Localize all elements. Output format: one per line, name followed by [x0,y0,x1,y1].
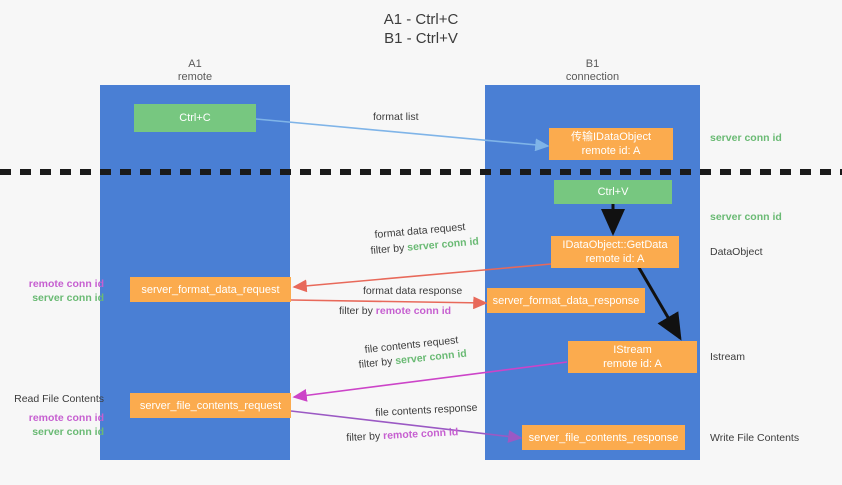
right-label-server-conn-id-top: server conn id [710,132,782,144]
lane-header-b1: B1 connection [485,58,700,84]
node-format-list-dataobject[interactable]: 传输IDataObject remote id: A [549,128,673,160]
filter-by-text-1: filter by [370,241,408,257]
lane-header-a1-role: remote [177,71,213,83]
left-label-remote-conn-id-2: remote conn id [28,412,104,424]
node-server-file-contents-response[interactable]: server_file_contents_response [522,425,685,450]
filter-by-text-2: filter by [339,305,376,317]
edge-label-file-contents-response-filter: filter by remote conn id [346,425,459,446]
edge-label-format-list: format list [373,111,419,123]
lane-header-b1-name: B1 [585,58,600,70]
remote-conn-id-text-2: remote conn id [382,426,459,443]
left-label-server-conn-id-2: server conn id [32,426,104,438]
node-server-format-data-response[interactable]: server_format_data_response [487,288,645,313]
right-label-server-conn-id-mid: server conn id [710,211,782,223]
lane-header-b1-role: connection [565,71,620,83]
node-ctrl-c[interactable]: Ctrl+C [134,104,256,132]
lane-header-a1: A1 remote [100,58,290,84]
right-label-data-object: DataObject [710,246,763,258]
lane-header-a1-name: A1 [188,58,202,70]
left-label-remote-conn-id-1: remote conn id [28,278,104,290]
edge-label-format-data-response: format data response [363,285,463,297]
right-label-istream: Istream [710,351,746,363]
node-server-format-data-request[interactable]: server_format_data_request [130,277,291,302]
node-ctrl-v[interactable]: Ctrl+V [554,180,672,204]
node-server-file-contents-request[interactable]: server_file_contents_request [130,393,291,418]
left-label-server-conn-id-1: server conn id [32,292,104,304]
node-idataobject-getdata[interactable]: IDataObject::GetData remote id: A [551,236,679,268]
node-istream[interactable]: IStream remote id: A [568,341,697,373]
edge-label-format-data-response-filter: filter by remote conn id [339,304,451,319]
filter-by-text-3: filter by [358,355,396,371]
diagram-title: A1 - Ctrl+C B1 - Ctrl+V [383,11,459,47]
left-label-read-file-contents: Read File Contents [14,393,104,405]
filter-by-text-4: filter by [346,430,384,444]
right-label-write-file-contents: Write File Contents [710,432,800,444]
remote-conn-id-text-1: remote conn id [375,305,452,317]
edge-label-file-contents-response: file contents response [375,401,478,419]
